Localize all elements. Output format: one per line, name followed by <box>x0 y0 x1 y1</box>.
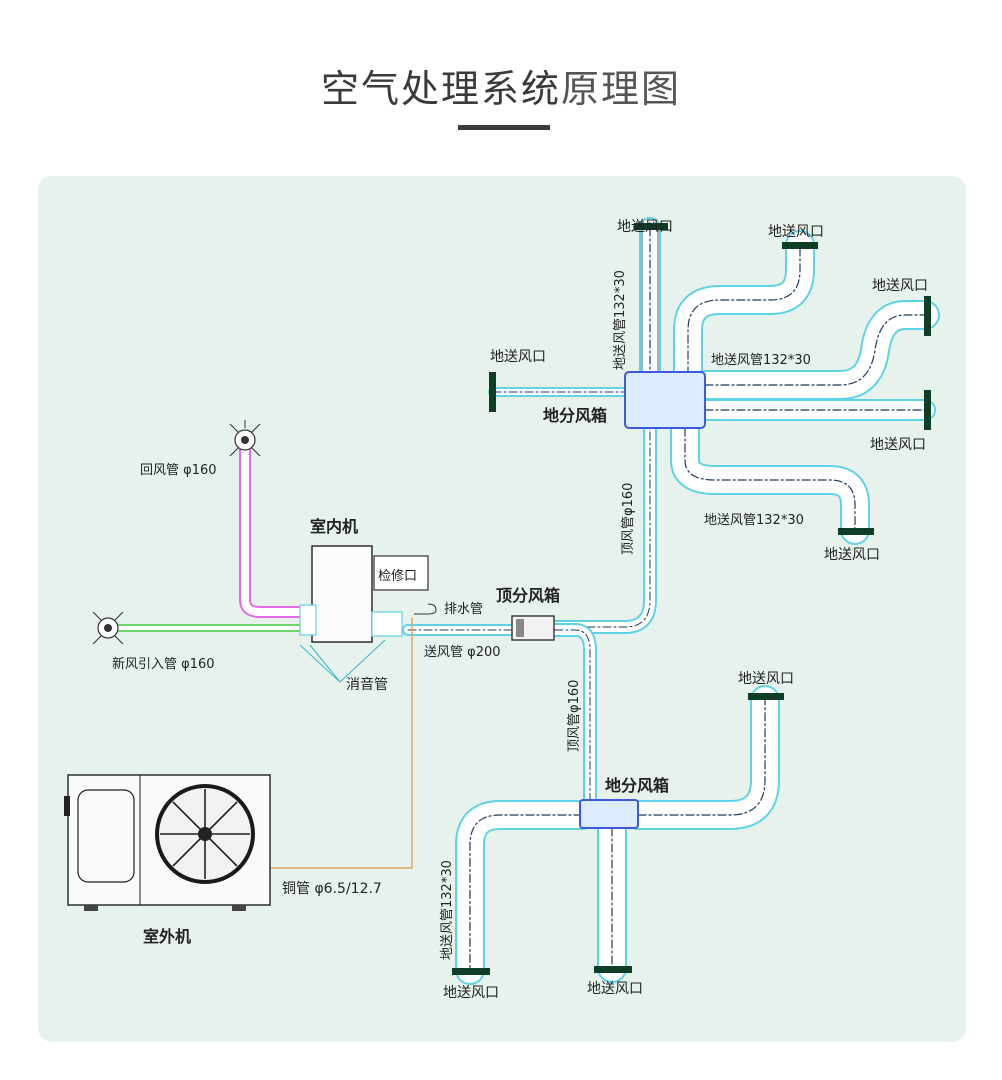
copper-pipe <box>269 617 413 869</box>
title-underline <box>458 125 550 130</box>
indoor-unit-label: 室内机 <box>310 517 358 536</box>
outlet-label: 地送风口 <box>824 547 880 563</box>
floor-box-upper-shape <box>624 371 706 429</box>
outdoor-unit <box>64 774 271 911</box>
floor-duct-v1-label: 地送风管132*30 <box>613 270 628 370</box>
top-box-label: 顶分风箱 <box>496 586 560 605</box>
floor-box-upper-label: 地分风箱 <box>543 406 607 425</box>
top-duct-upper <box>548 403 657 634</box>
title-accent: 原理图 <box>561 67 682 111</box>
supply-duct-label: 送风管 φ200 <box>424 645 501 660</box>
muffler-label: 消音管 <box>346 676 388 693</box>
duct-group-upper <box>488 217 940 545</box>
outlet-label: 地送风口 <box>490 349 546 365</box>
ducts <box>114 217 940 985</box>
outlet-bars <box>452 223 931 975</box>
labels: 室内机 检修口 室外机 回风管 φ160 新风引入管 φ160 消音管 排水管 … <box>112 219 928 1001</box>
muffler-leaders <box>299 639 386 683</box>
duct-group-lower <box>455 685 780 985</box>
fresh-air-duct-label: 新风引入管 φ160 <box>112 656 215 672</box>
drain-pipe-label: 排水管 <box>444 602 483 617</box>
floor-duct-h2-label: 地送风管132*30 <box>704 513 804 528</box>
outlet-label: 地送风口 <box>870 437 926 453</box>
outlet-label: 地送风口 <box>768 224 824 240</box>
floor-duct-h1-label: 地送风管132*30 <box>711 353 811 368</box>
fresh-air-vent <box>92 611 124 645</box>
title-main: 空气处理系统 <box>320 67 561 111</box>
top-duct-upper-label: 顶风管φ160 <box>621 483 636 555</box>
top-duct-lower-label: 顶风管φ160 <box>567 680 582 752</box>
outlet-label: 地送风口 <box>443 985 499 1001</box>
return-duct <box>239 444 306 618</box>
page-title: 空气处理系统原理图 <box>0 58 1002 113</box>
outlet-label: 地送风口 <box>738 671 794 687</box>
floor-box-lower-label: 地分风箱 <box>605 776 669 795</box>
return-vent <box>229 420 261 457</box>
outlet-label: 地送风口 <box>872 278 928 294</box>
top-duct-lower <box>548 623 597 812</box>
copper-pipe-label: 铜管 φ6.5/12.7 <box>282 881 382 897</box>
return-duct-label: 回风管 φ160 <box>140 463 217 478</box>
outlet-label: 地送风口 <box>617 219 673 235</box>
indoor-unit <box>299 545 437 643</box>
service-port-label: 检修口 <box>378 569 417 584</box>
outlet-label: 地送风口 <box>587 981 643 997</box>
floor-box-lower-shape <box>579 799 639 829</box>
outdoor-unit-label: 室外机 <box>143 927 191 946</box>
floor-duct-v2-label: 地送风管132*30 <box>440 860 455 960</box>
